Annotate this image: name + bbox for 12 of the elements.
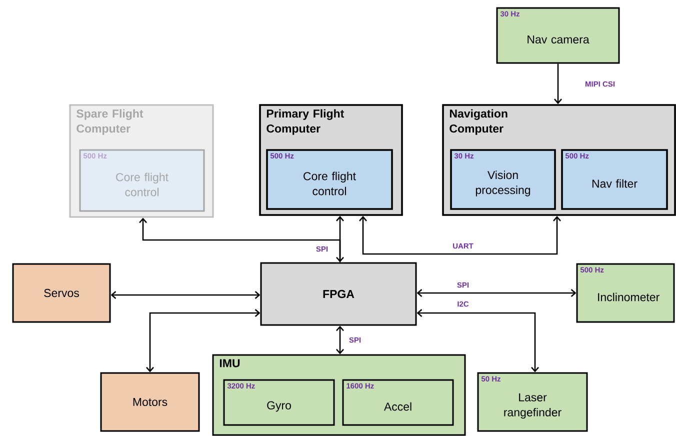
arrow	[139, 218, 341, 262]
arrow	[416, 309, 539, 372]
fpga-box: FPGA	[260, 262, 417, 326]
arrow	[554, 64, 562, 104]
arrow	[110, 291, 260, 299]
arrow	[416, 289, 576, 297]
actuator-box: Servos	[12, 263, 111, 323]
actuator-box: Motors	[100, 372, 200, 432]
arrow	[146, 309, 260, 372]
arrow	[336, 216, 344, 262]
arrow	[359, 216, 561, 255]
arrow	[336, 326, 344, 354]
